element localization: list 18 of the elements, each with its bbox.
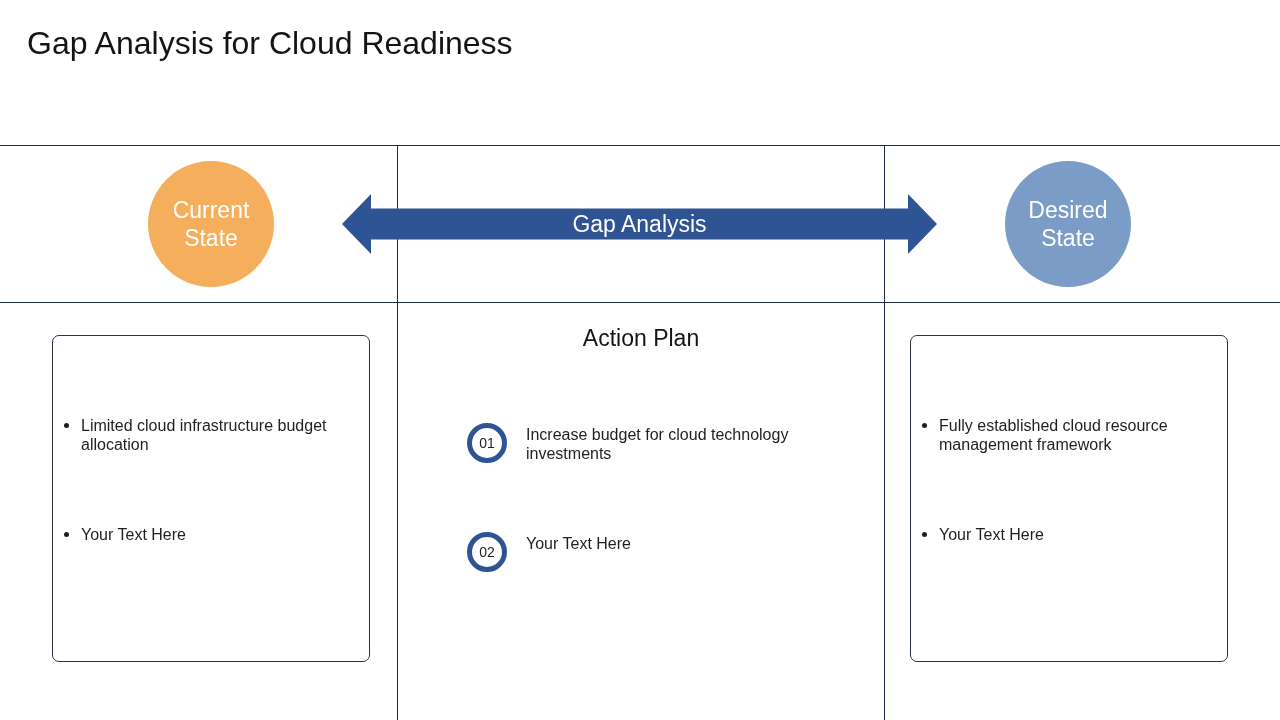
double-arrow (342, 194, 937, 254)
column-heading: Action Plan (582, 324, 700, 352)
slide-title: Gap Analysis for Cloud Readiness (27, 24, 513, 63)
step-text: Increase budget for cloud technology investments (526, 425, 790, 463)
bullet-text: Fully established cloud resource management framework (939, 416, 1169, 454)
step-text: Your Text Here (526, 534, 632, 553)
state-label: Current State (171, 196, 251, 252)
bullet-text: Your Text Here (939, 525, 1045, 544)
bullet-text: Limited cloud infrastructure budget allocation (81, 416, 328, 454)
text-panel (910, 335, 1228, 662)
text-panel (52, 335, 370, 662)
step-number: 01 (479, 435, 495, 451)
bullet-text: Your Text Here (81, 525, 187, 544)
numbered-ring (467, 423, 507, 463)
step-number: 02 (479, 544, 495, 560)
numbered-ring (467, 532, 507, 572)
edge-label: Gap Analysis (572, 210, 707, 238)
state-label: Desired State (1027, 196, 1109, 252)
